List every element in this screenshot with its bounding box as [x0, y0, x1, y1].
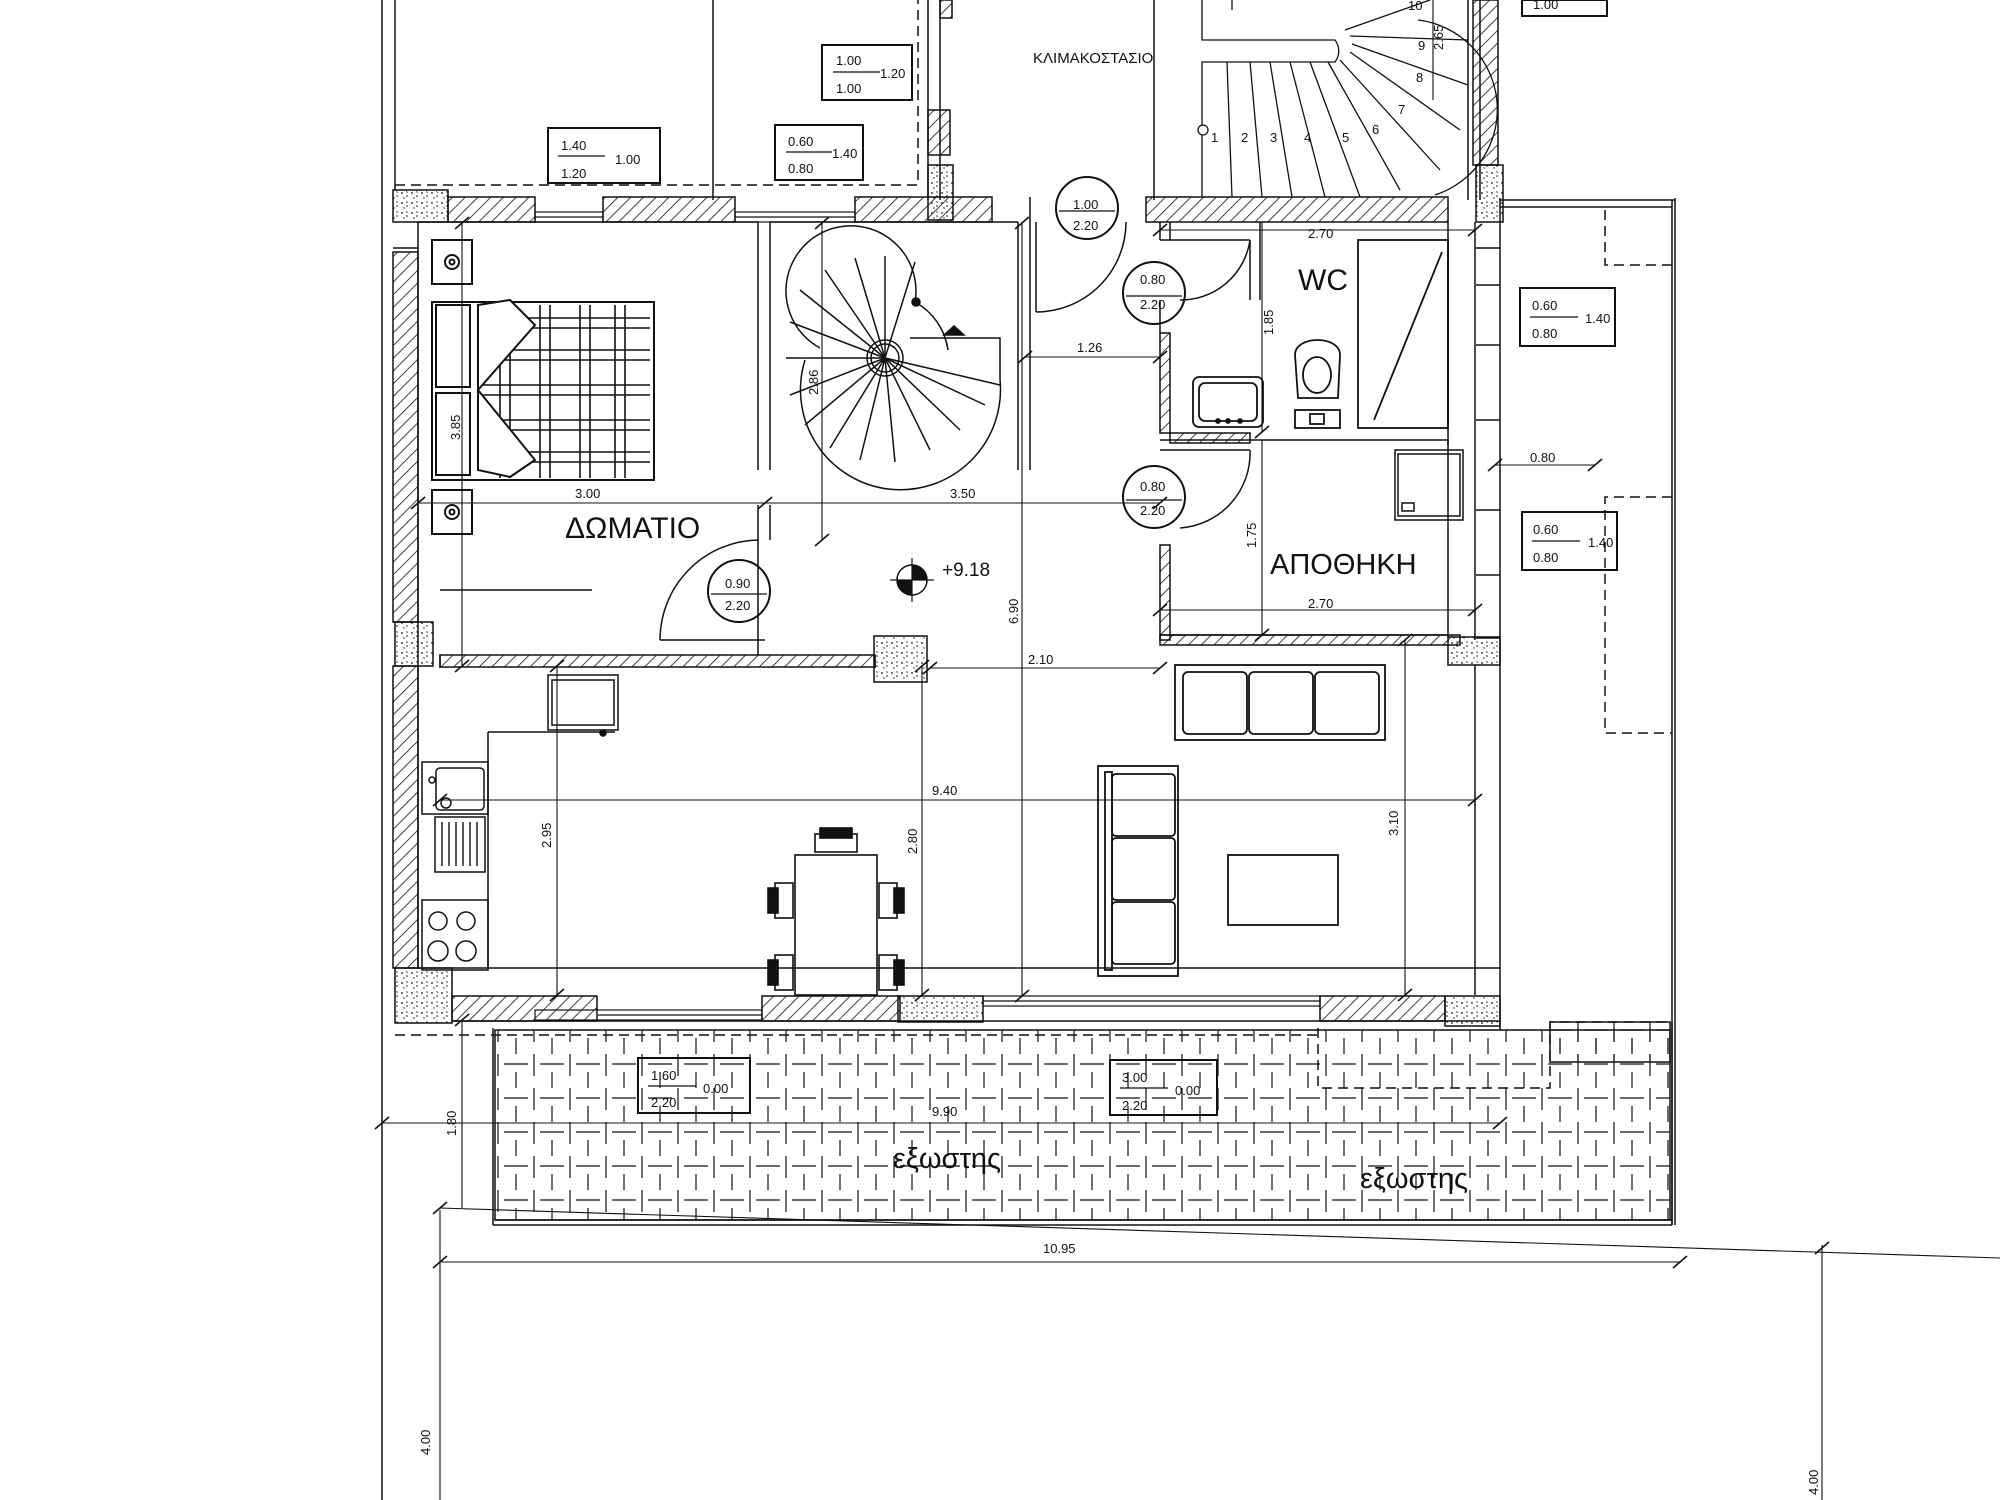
dim-wc-depth: 1.85	[1261, 310, 1276, 335]
svg-text:0.90: 0.90	[725, 576, 750, 591]
dimension-lines	[382, 0, 2000, 1500]
svg-text:1.40: 1.40	[832, 146, 857, 161]
dim-storage-width: 2.70	[1308, 596, 1333, 611]
door-swings	[659, 221, 1251, 641]
balcony-label-right: εξωστης	[1360, 1163, 1468, 1195]
level-value: +9.18	[942, 560, 990, 581]
svg-text:3: 3	[1270, 130, 1277, 145]
dim-storage-depth: 1.75	[1244, 523, 1259, 548]
room-label-stairwell: ΚΛΙΜΑΚΟΣΤΑΣΙΟ	[1033, 50, 1153, 67]
svg-text:0.60: 0.60	[1533, 522, 1558, 537]
svg-text:5: 5	[1342, 130, 1349, 145]
dimension-ticks	[374, 216, 1830, 1269]
svg-text:2.20: 2.20	[1140, 297, 1165, 312]
svg-text:1.60: 1.60	[651, 1068, 676, 1083]
dimension-values: 2.70 1.85 1.26 3.85 2.86 3.00 3.50 0.80 …	[418, 25, 1821, 1495]
dim-balcony-depth: 1.80	[444, 1111, 459, 1136]
svg-text:1.00: 1.00	[1533, 0, 1558, 12]
dining-table	[767, 827, 905, 996]
dim-stair-width: 2.65	[1431, 25, 1446, 50]
svg-text:1.00: 1.00	[836, 53, 861, 68]
svg-text:1.40: 1.40	[1588, 535, 1613, 550]
spiral-staircase	[785, 225, 1002, 491]
svg-text:0.80: 0.80	[1532, 326, 1557, 341]
svg-text:2.20: 2.20	[651, 1095, 676, 1110]
svg-text:0.80: 0.80	[1533, 550, 1558, 565]
kitchen-unit	[421, 674, 619, 971]
room-label-storage: ΑΠΟΘΗΚΗ	[1270, 549, 1417, 581]
dim-hall-width: 3.50	[950, 486, 975, 501]
svg-text:2.20: 2.20	[1073, 218, 1098, 233]
svg-text:0.60: 0.60	[788, 134, 813, 149]
svg-text:1: 1	[1211, 130, 1218, 145]
dim-living-width: 9.40	[932, 783, 957, 798]
dim-stair-depth: 2.86	[806, 370, 821, 395]
hatched-walls	[392, 0, 1499, 1022]
svg-text:0.80: 0.80	[1140, 479, 1165, 494]
dim-side-gap: 0.80	[1530, 450, 1555, 465]
sofa-side	[1097, 765, 1179, 977]
dim-kitchen-depth: 2.95	[539, 823, 554, 848]
dim-living-offset: 2.10	[1028, 652, 1053, 667]
svg-text:7: 7	[1398, 102, 1405, 117]
svg-text:1.00: 1.00	[836, 81, 861, 96]
svg-text:3.00: 3.00	[1122, 1070, 1147, 1085]
dim-wc-width: 2.70	[1308, 226, 1333, 241]
room-label-wc: WC	[1298, 264, 1348, 297]
svg-text:1.00: 1.00	[615, 152, 640, 167]
room-label-bedroom: ΔΩΜΑΤΙΟ	[565, 512, 700, 545]
wc-fixtures	[1192, 239, 1449, 429]
storage-appliance	[1394, 449, 1464, 521]
svg-text:8: 8	[1416, 70, 1423, 85]
door-tag-texts: 1.00 2.20 0.80 2.20 0.80 2.20 0.90 2.20	[725, 197, 1165, 613]
top-windows	[534, 211, 1321, 1021]
svg-text:1.00: 1.00	[1073, 197, 1098, 212]
tag-boxes	[547, 0, 1618, 1116]
svg-text:1.40: 1.40	[561, 138, 586, 153]
balcony	[395, 1021, 1673, 1226]
stair-step-numbers: 1 2 3 4 5 6 7 8 9 10	[1211, 0, 1425, 145]
nightstands	[431, 239, 473, 535]
svg-text:4: 4	[1304, 130, 1311, 145]
balcony-label-left: εξωστης	[893, 1143, 1001, 1175]
dim-dining-depth: 2.80	[905, 829, 920, 854]
svg-text:9: 9	[1418, 38, 1425, 53]
dim-total-depth: 6.90	[1006, 599, 1021, 624]
svg-text:10: 10	[1408, 0, 1422, 13]
coffee-table	[1227, 854, 1339, 926]
dim-bedroom-depth: 3.85	[448, 415, 463, 440]
svg-text:0.80: 0.80	[788, 161, 813, 176]
dim-setback-right: 4.00	[1806, 1470, 1821, 1495]
svg-text:1.20: 1.20	[561, 166, 586, 181]
dim-living-depth: 3.10	[1386, 811, 1401, 836]
svg-text:2.20: 2.20	[1122, 1098, 1147, 1113]
svg-text:1.20: 1.20	[880, 66, 905, 81]
level-marker	[890, 558, 934, 602]
svg-text:0.60: 0.60	[1532, 298, 1557, 313]
sofa-top	[1174, 664, 1386, 741]
dim-setback-left: 4.00	[418, 1430, 433, 1455]
dim-balcony-width: 9.90	[932, 1104, 957, 1119]
bedroom-bed	[431, 298, 655, 481]
svg-text:2: 2	[1241, 130, 1248, 145]
dim-corridor: 1.26	[1077, 340, 1102, 355]
svg-text:2.20: 2.20	[725, 598, 750, 613]
svg-text:6: 6	[1372, 122, 1379, 137]
window-tag-texts: 1.00 1.00 1.20 1.40 1.20 1.00 0.60 0.80 …	[561, 0, 1613, 1113]
dim-bedroom-width: 3.00	[575, 486, 600, 501]
dim-plot-width: 10.95	[1043, 1241, 1076, 1256]
svg-text:0.00: 0.00	[1175, 1083, 1200, 1098]
svg-text:0.80: 0.80	[1140, 272, 1165, 287]
svg-text:0.00: 0.00	[703, 1081, 728, 1096]
concrete-columns	[392, 164, 1504, 1027]
stairwell-stairs	[1197, 0, 1498, 198]
svg-text:1.40: 1.40	[1585, 311, 1610, 326]
svg-text:2.20: 2.20	[1140, 503, 1165, 518]
wall-lines	[393, 197, 1501, 1030]
